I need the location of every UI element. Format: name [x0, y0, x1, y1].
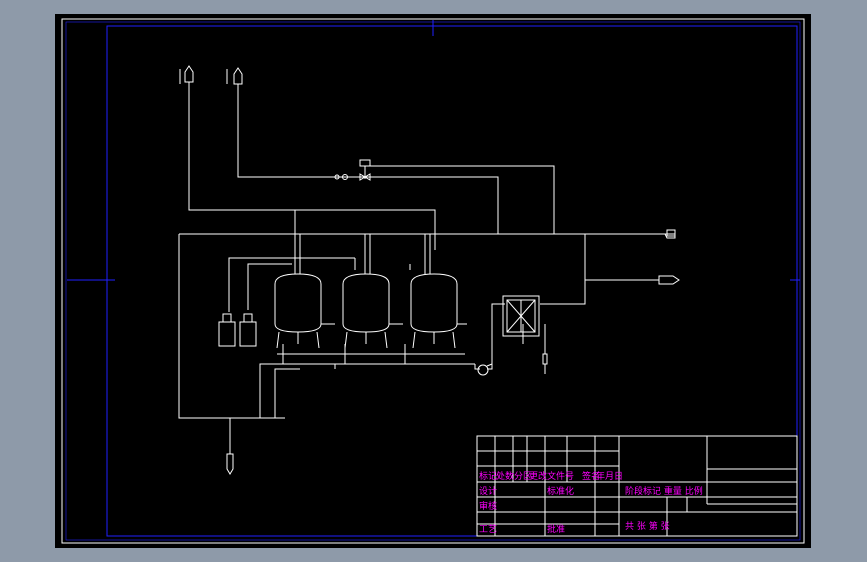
tb-header-sign: 签名 [582, 470, 600, 482]
tb-row-process-value: 批准 [547, 523, 565, 535]
process-flow-diagram: 标记 处数 分区 更改文件号 签名 年月日 设计 标准化 审核 工艺 批准 阶段… [61, 18, 805, 544]
tb-header-change: 更改文件号 [529, 470, 574, 482]
center-marks [67, 20, 800, 281]
pipelines [178, 82, 675, 454]
tb-sheet-row: 共 张 第 张 [625, 520, 670, 532]
tb-row-review-label: 审核 [479, 500, 497, 512]
discharge-arrow [226, 453, 234, 475]
small-tanks [218, 313, 257, 347]
tb-header-count: 处数 [496, 470, 514, 482]
tb-header-zone: 分区 [514, 471, 532, 482]
inner-frame [106, 25, 798, 537]
tb-header-mark: 标记 [479, 470, 497, 482]
tb-row-design-label: 设计 [479, 485, 497, 497]
tb-header-date: 年月日 [596, 470, 623, 482]
drawing-viewport[interactable]: 标记 处数 分区 更改文件号 签名 年月日 设计 标准化 审核 工艺 批准 阶段… [55, 14, 811, 548]
mixing-tanks [274, 273, 467, 349]
circulation-pump [477, 363, 493, 376]
tb-row-process-label: 工艺 [479, 524, 497, 535]
tb-row-design-value: 标准化 [547, 485, 574, 497]
title-block [476, 435, 798, 537]
control-valve [334, 159, 371, 181]
sample-valve [542, 353, 548, 374]
heat-exchanger [502, 295, 540, 337]
vent-arrows [179, 65, 243, 85]
outer-frame-blue [65, 21, 801, 541]
outer-frame [61, 18, 805, 544]
right-outlets [655, 229, 680, 285]
tb-stage-row: 阶段标记 重量 比例 [625, 485, 703, 497]
